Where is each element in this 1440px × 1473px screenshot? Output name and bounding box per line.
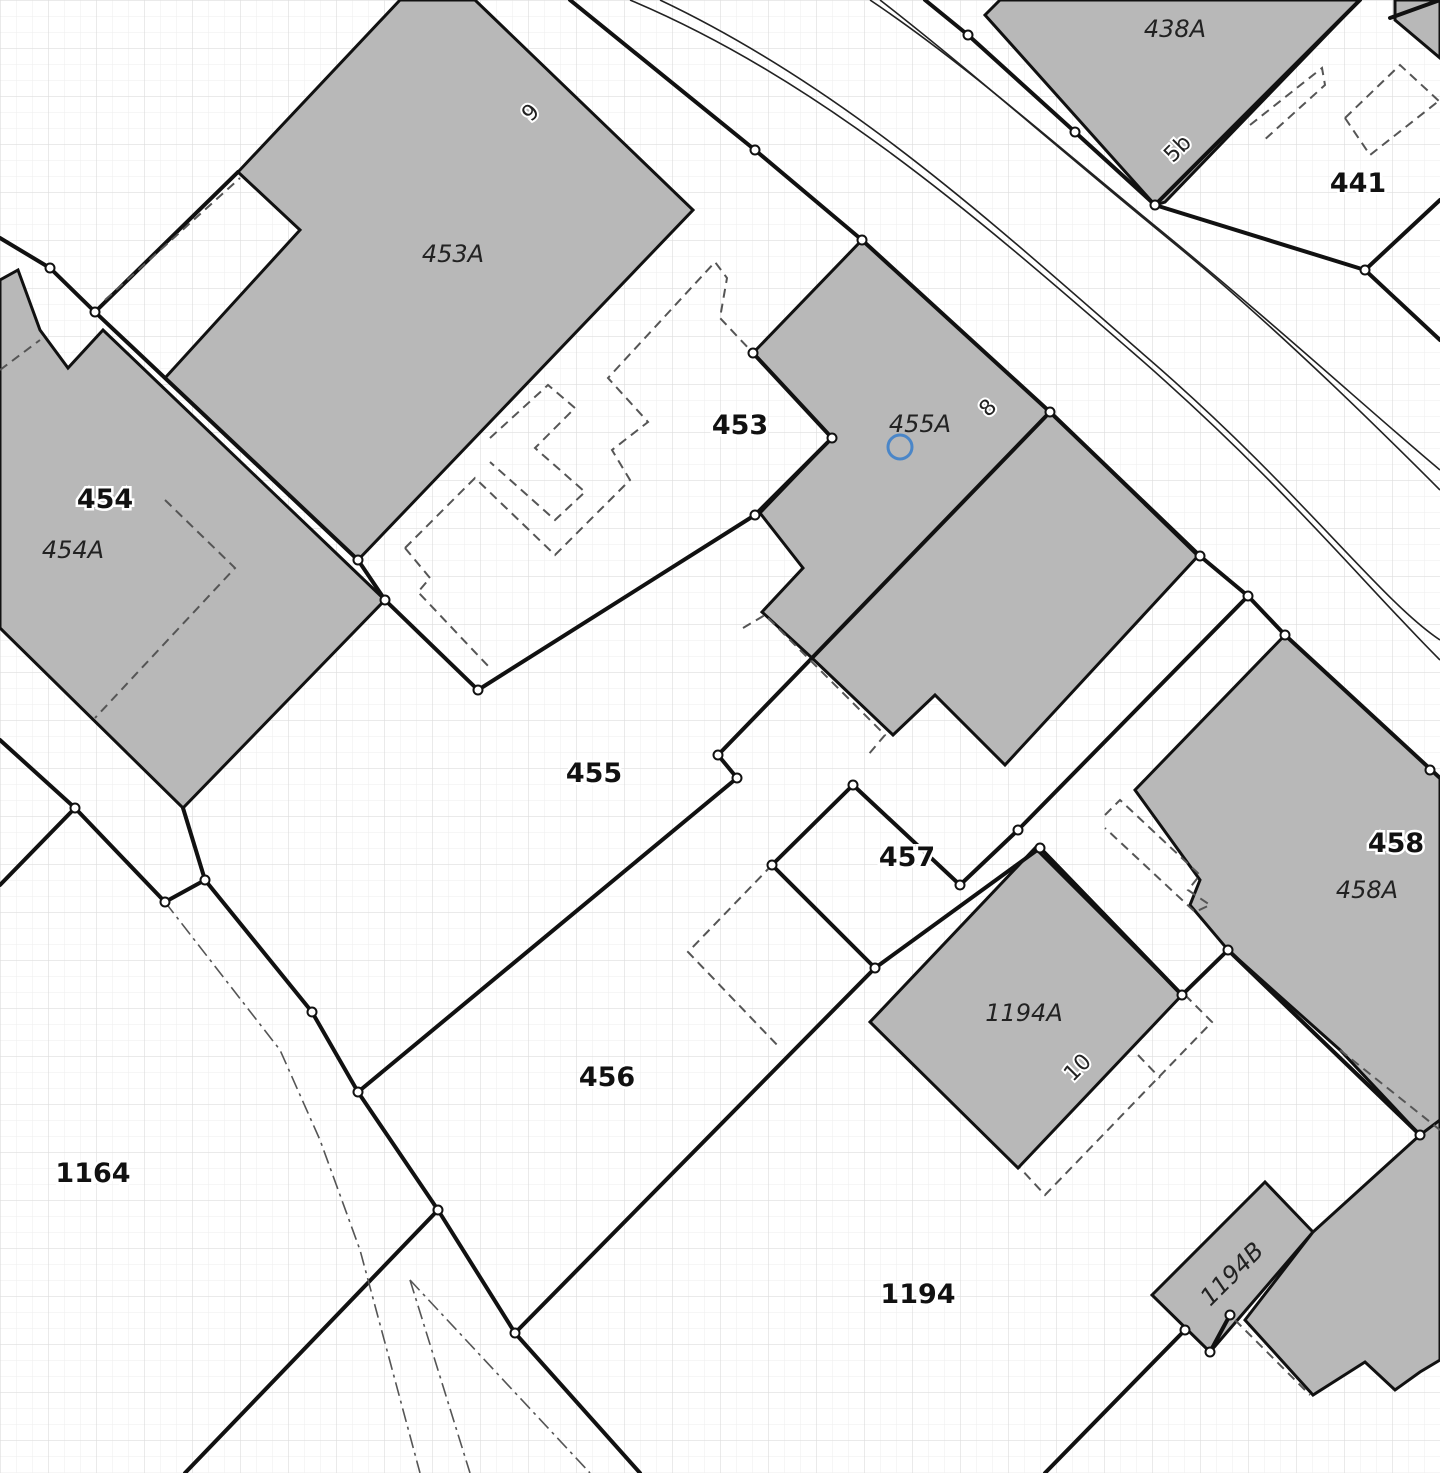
building-label-438A: 438A [1144, 15, 1206, 43]
boundary-vertex [856, 234, 868, 246]
boundary-vertex [352, 554, 364, 566]
parcel-label-456[interactable]: 456 [576, 1060, 637, 1096]
boundary-vertex [954, 879, 966, 891]
boundary-vertex [1204, 1346, 1216, 1358]
boundary-vertex [749, 509, 761, 521]
boundary-vertex [472, 684, 484, 696]
building-se [1243, 1118, 1440, 1397]
boundary-vertex [69, 802, 81, 814]
building-label-455A: 455A [889, 410, 951, 438]
boundary-vertex [749, 144, 761, 156]
parcel-label-441[interactable]: 441 [1327, 166, 1388, 202]
parcel-label-455[interactable]: 455 [563, 756, 624, 792]
boundary-vertex [1069, 126, 1081, 138]
boundary-vertex [89, 306, 101, 318]
parcel-label-458[interactable]: 458 [1365, 826, 1426, 862]
boundary-vertex [1359, 264, 1371, 276]
boundary-vertex [1149, 199, 1161, 211]
boundary-vertex [1034, 842, 1046, 854]
road-edges [629, 0, 1440, 661]
boundary-vertices [44, 29, 1436, 1358]
boundary-vertex [1222, 944, 1234, 956]
parcel-label-1194[interactable]: 1194 [878, 1277, 958, 1313]
boundary-vertex [1044, 406, 1056, 418]
boundary-vertex [1424, 764, 1436, 776]
building-label-1194A: 1194A [985, 999, 1063, 1027]
boundary-vertex [352, 1086, 364, 1098]
boundary-vertex [1279, 629, 1291, 641]
boundary-vertex [712, 749, 724, 761]
boundary-vertex [731, 772, 743, 784]
boundary-vertex [1194, 550, 1206, 562]
boundary-vertex [379, 594, 391, 606]
building-454A[interactable] [0, 267, 388, 811]
building-label-454A: 454A [42, 536, 104, 564]
boundary-vertex [44, 262, 56, 274]
boundary-vertex [306, 1006, 318, 1018]
boundary-vertex [432, 1204, 444, 1216]
location-circle-icon[interactable] [886, 433, 914, 461]
boundary-vertex [1414, 1129, 1426, 1141]
building-label-453A: 453A [422, 240, 484, 268]
parcel-labels: 453 454 455 456 457 458 441 1164 1194 [53, 166, 1427, 1313]
boundary-vertex [1012, 824, 1024, 836]
buildings-layer [0, 0, 1440, 1397]
parcel-label-454[interactable]: 454 [74, 482, 135, 518]
boundary-vertex [159, 896, 171, 908]
boundary-vertex [766, 859, 778, 871]
building-458A[interactable] [1133, 632, 1440, 1137]
boundary-vertex [847, 779, 859, 791]
boundary-vertex [826, 432, 838, 444]
boundary-vertex [509, 1327, 521, 1339]
parcel-label-453[interactable]: 453 [709, 408, 770, 444]
building-corner-ne [1393, 0, 1440, 60]
building-label-458A: 458A [1336, 876, 1398, 904]
boundary-vertex [1176, 989, 1188, 1001]
parcel-label-457[interactable]: 457 [876, 840, 937, 876]
boundary-vertex [1179, 1324, 1191, 1336]
boundary-vertex [1224, 1309, 1236, 1321]
boundary-vertex [747, 347, 759, 359]
building-438A[interactable] [982, 0, 1363, 207]
boundary-vertex [962, 29, 974, 41]
dashed-outlines [0, 63, 1440, 1473]
parcel-label-1164[interactable]: 1164 [53, 1156, 133, 1192]
boundary-vertex [869, 962, 881, 974]
boundary-vertex [1242, 590, 1254, 602]
boundary-vertex [199, 874, 211, 886]
